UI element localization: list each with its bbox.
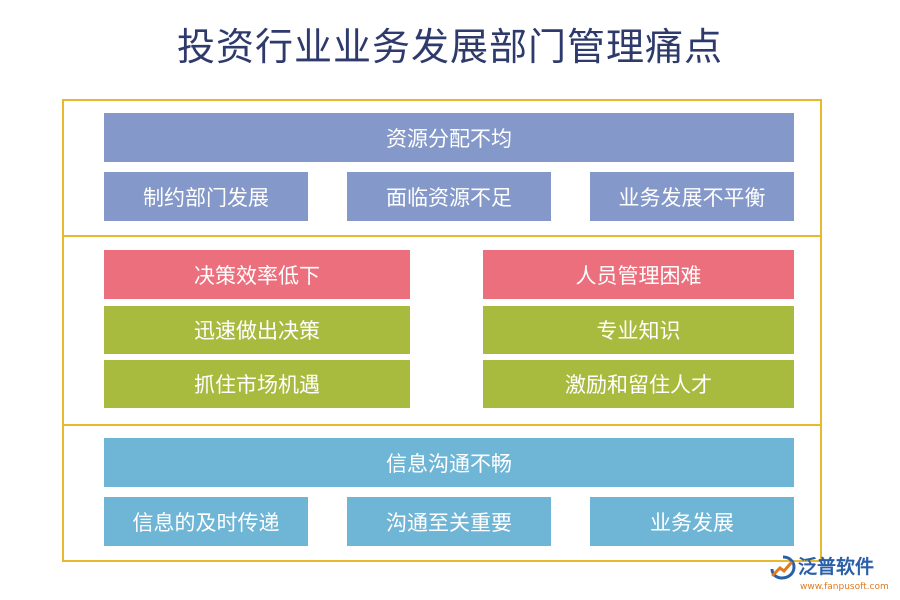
- resource-item-1: 制约部门发展: [104, 172, 308, 221]
- resource-allocation-header: 资源分配不均: [104, 113, 794, 162]
- section-divider-1: [62, 235, 822, 237]
- fanpu-logo-icon: [770, 555, 796, 580]
- decision-efficiency-header: 决策效率低下: [104, 250, 410, 299]
- communication-item-2: 沟通至关重要: [347, 497, 551, 546]
- communication-header: 信息沟通不畅: [104, 438, 794, 487]
- section-divider-2: [62, 424, 822, 426]
- resource-item-3: 业务发展不平衡: [590, 172, 794, 221]
- logo-url: www.fanpusoft.com: [800, 582, 889, 592]
- personnel-item-1: 专业知识: [483, 306, 794, 354]
- decision-item-2: 抓住市场机遇: [104, 360, 410, 408]
- brand-logo: 泛普软件 www.fanpusoft.com: [770, 553, 895, 597]
- resource-item-2: 面临资源不足: [347, 172, 551, 221]
- personnel-management-header: 人员管理困难: [483, 250, 794, 299]
- decision-item-1: 迅速做出决策: [104, 306, 410, 354]
- page-title: 投资行业业务发展部门管理痛点: [176, 25, 723, 69]
- communication-item-1: 信息的及时传递: [104, 497, 308, 546]
- communication-item-3: 业务发展: [590, 497, 794, 546]
- logo-name: 泛普软件: [798, 556, 875, 578]
- personnel-item-2: 激励和留住人才: [483, 360, 794, 408]
- diagram-frame: [62, 99, 822, 562]
